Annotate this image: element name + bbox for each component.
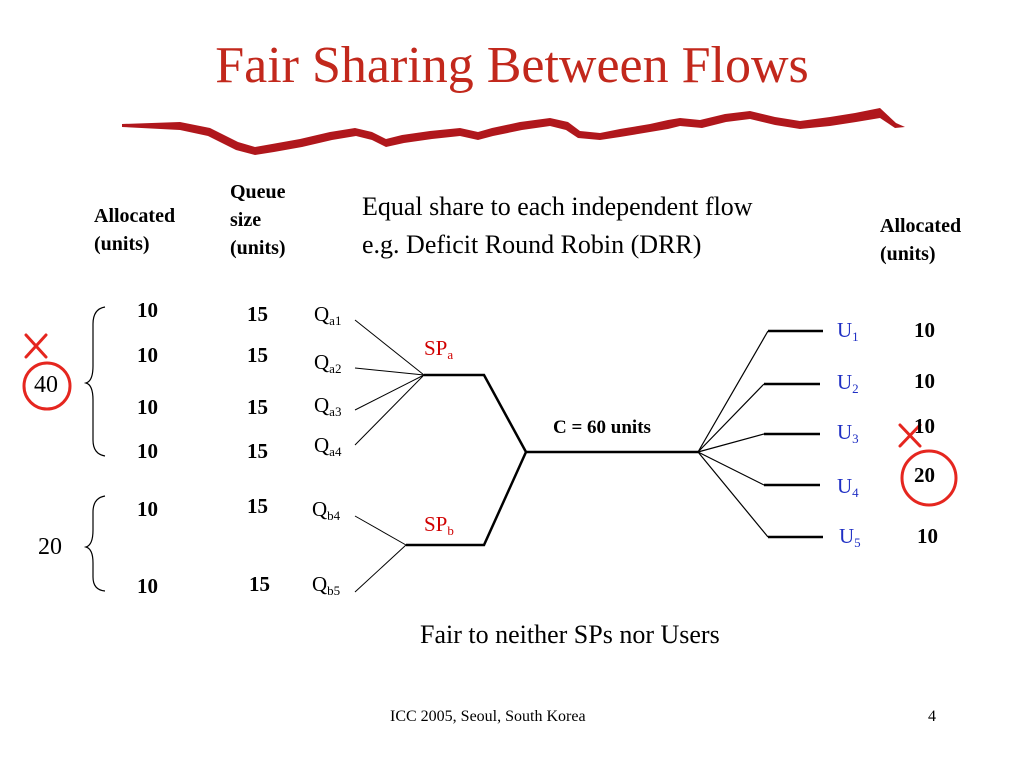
- link-qb4: [354, 515, 407, 546]
- page-number: 4: [928, 708, 936, 725]
- fan-u5: [697, 451, 769, 538]
- queue-size-header: Queue size (units): [230, 178, 286, 262]
- link-qa2: [354, 367, 425, 376]
- sp-a-label: SPa: [424, 336, 454, 362]
- queue-size-qb4: 15: [247, 494, 268, 518]
- queue-size-header-line3: (units): [230, 237, 286, 259]
- allocated-u1: 10: [914, 318, 935, 342]
- sp-b-link: [406, 451, 528, 547]
- user-label-u4: U4: [837, 474, 859, 500]
- allocated-right-header-line1: Allocated: [880, 215, 962, 237]
- fan-u1: [697, 330, 769, 453]
- queue-size-qa4: 15: [247, 439, 268, 463]
- link-qa1: [354, 319, 425, 376]
- allocated-left-header: Allocated (units): [94, 202, 175, 258]
- allocated-u5: 10: [917, 524, 938, 548]
- allocated-u3: 10: [914, 414, 935, 438]
- link-qa4: [354, 374, 425, 446]
- queue-size-qa3: 15: [247, 395, 268, 419]
- user-label-u2: U2: [837, 370, 859, 396]
- fan-u4: [697, 451, 765, 486]
- allocated-left-header-line2: (units): [94, 233, 150, 255]
- allocated-qa2: 10: [137, 343, 158, 367]
- user-label-u1: U1: [837, 318, 859, 344]
- brace-group-b: [83, 495, 106, 592]
- capacity-label: C = 60 units: [553, 417, 651, 438]
- conclusion: Fair to neither SPs nor Users: [420, 620, 720, 649]
- allocated-qa4: 10: [137, 439, 158, 463]
- queue-size-header-line1: Queue: [230, 181, 286, 203]
- queue-label-qa4: Qa4: [314, 433, 342, 459]
- user-label-u3: U3: [837, 420, 859, 446]
- queue-label-qb5: Qb5: [312, 572, 341, 598]
- fan-u3: [697, 433, 765, 453]
- queue-label-qa1: Qa1: [314, 302, 342, 328]
- description-line1: Equal share to each independent flow: [362, 192, 753, 221]
- allocated-qa1: 10: [137, 298, 158, 322]
- queue-size-qa1: 15: [247, 302, 268, 326]
- sp-a-link: [424, 373, 528, 453]
- allocated-u4: 20: [914, 463, 935, 487]
- allocated-qa3: 10: [137, 395, 158, 419]
- description: Equal share to each independent flow e.g…: [362, 188, 753, 264]
- queue-label-qa3: Qa3: [314, 393, 342, 419]
- marker-circle-40: [22, 361, 72, 411]
- queue-label-qa2: Qa2: [314, 350, 342, 376]
- marker-cross-right: [898, 423, 922, 448]
- link-qb5: [354, 544, 407, 593]
- group-b-total: 20: [38, 534, 62, 560]
- footer-text: ICC 2005, Seoul, South Korea: [390, 708, 586, 725]
- allocated-right-header: Allocated (units): [880, 212, 961, 268]
- allocated-u2: 10: [914, 369, 935, 393]
- marker-cross-left: [24, 333, 48, 359]
- queue-size-qb5: 15: [249, 572, 270, 596]
- queue-size-qa2: 15: [247, 343, 268, 367]
- slide-title: Fair Sharing Between Flows: [215, 37, 809, 94]
- sp-b-label: SPb: [424, 512, 454, 538]
- allocated-qb4: 10: [137, 497, 158, 521]
- group-a-total: 40: [34, 372, 58, 398]
- brace-group-a: [83, 306, 106, 457]
- user-label-u5: U5: [839, 524, 861, 550]
- allocated-right-header-line2: (units): [880, 243, 936, 265]
- link-qa3: [354, 374, 425, 411]
- allocated-left-header-line1: Allocated: [94, 205, 176, 227]
- fan-u2: [697, 383, 765, 453]
- queue-label-qb4: Qb4: [312, 497, 341, 523]
- marker-circle-20: [900, 449, 958, 507]
- title-swoosh: [122, 108, 905, 155]
- allocated-qb5: 10: [137, 574, 158, 598]
- queue-size-header-line2: size: [230, 209, 262, 231]
- description-line2: e.g. Deficit Round Robin (DRR): [362, 230, 702, 259]
